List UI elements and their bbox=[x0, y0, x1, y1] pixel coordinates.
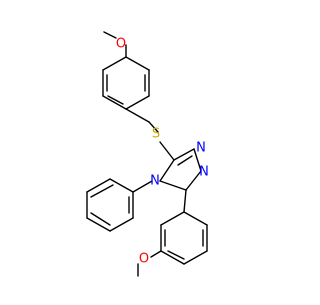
oxygen-bottom-label: O bbox=[139, 252, 149, 267]
bond-lines bbox=[86, 31, 208, 277]
molecule-canvas: O S N N N O bbox=[86, 31, 209, 277]
nitrogen-right-top-label: N bbox=[196, 141, 206, 156]
sulfur-label: S bbox=[152, 127, 160, 142]
nitrogen-ring-label: N bbox=[150, 174, 160, 189]
nitrogen-right-bottom-label: N bbox=[199, 165, 209, 180]
molecule-structure: O S N N N O bbox=[86, 31, 209, 277]
oxygen-top-label: O bbox=[116, 37, 126, 52]
atom-labels: O S N N N O bbox=[116, 37, 209, 267]
